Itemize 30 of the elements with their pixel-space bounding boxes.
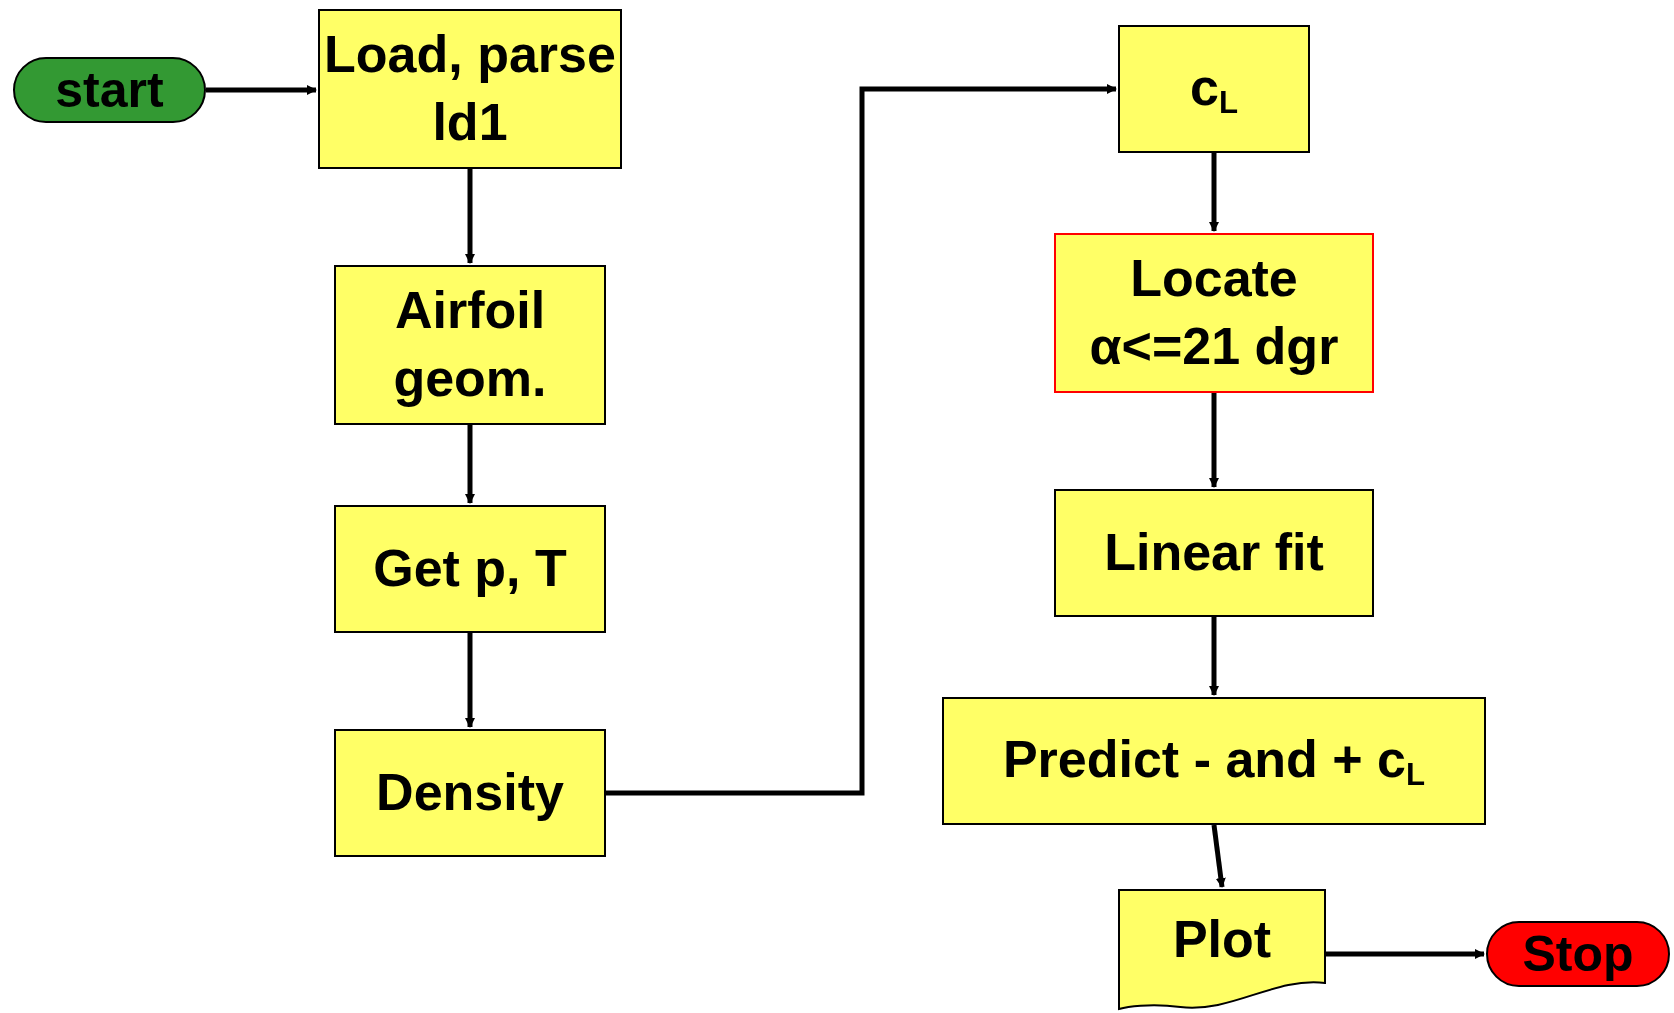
process-box bbox=[942, 697, 1486, 825]
node-label: Load, parse ld1 bbox=[323, 24, 617, 153]
arrow bbox=[1209, 153, 1219, 232]
node-label: Airfoil geom. bbox=[392, 280, 548, 409]
process-box bbox=[1118, 25, 1310, 153]
arrow bbox=[1211, 824, 1226, 888]
node-label: Stop bbox=[1522, 924, 1634, 984]
arrow bbox=[465, 425, 475, 504]
process-box bbox=[1054, 489, 1374, 617]
node-label: start bbox=[55, 60, 164, 120]
process-box bbox=[334, 505, 606, 633]
arrow bbox=[206, 85, 317, 95]
arrow bbox=[465, 169, 475, 264]
process-box bbox=[334, 265, 606, 425]
arrow bbox=[606, 84, 1117, 796]
node-label: α<=21 dgr bbox=[1089, 316, 1339, 377]
node-label: Predict - and + c$_{L}$ bbox=[1002, 729, 1426, 795]
arrow bbox=[1326, 949, 1485, 959]
node-label: Plot bbox=[1172, 909, 1272, 971]
arrow bbox=[465, 633, 475, 728]
node-label: Density bbox=[376, 762, 564, 824]
arrow bbox=[1209, 617, 1219, 696]
process-box bbox=[318, 9, 622, 169]
node-label: c$_{L}$ bbox=[1190, 57, 1238, 123]
node-label: Locate bbox=[1130, 248, 1298, 310]
node-label: Get p, T bbox=[373, 538, 567, 600]
node-label: Linear fit bbox=[1104, 522, 1324, 584]
arrow bbox=[1209, 393, 1219, 488]
process-box bbox=[1054, 233, 1374, 393]
process-box bbox=[334, 729, 606, 857]
